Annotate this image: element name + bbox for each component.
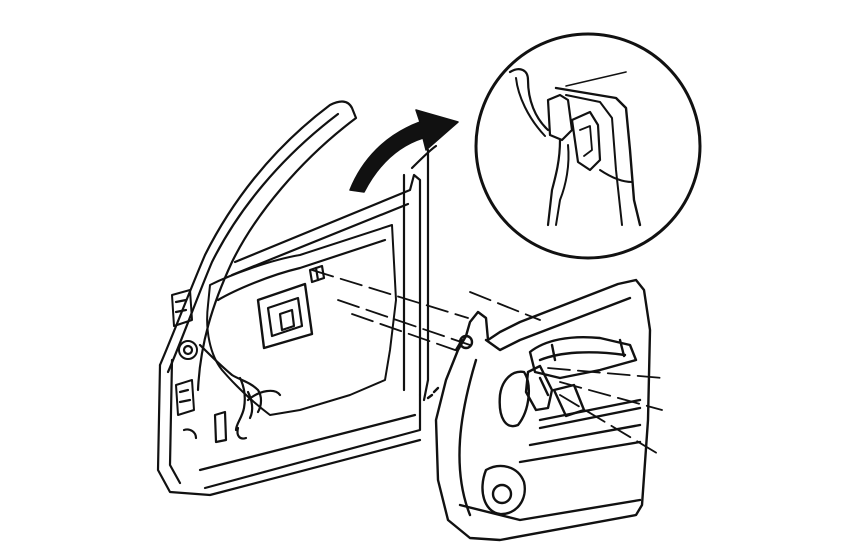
removal-arrow — [349, 109, 459, 193]
detail-magnifier — [474, 32, 702, 260]
alignment-lines — [311, 269, 663, 456]
front-door-frame — [156, 100, 438, 497]
trim-panel — [426, 278, 652, 542]
